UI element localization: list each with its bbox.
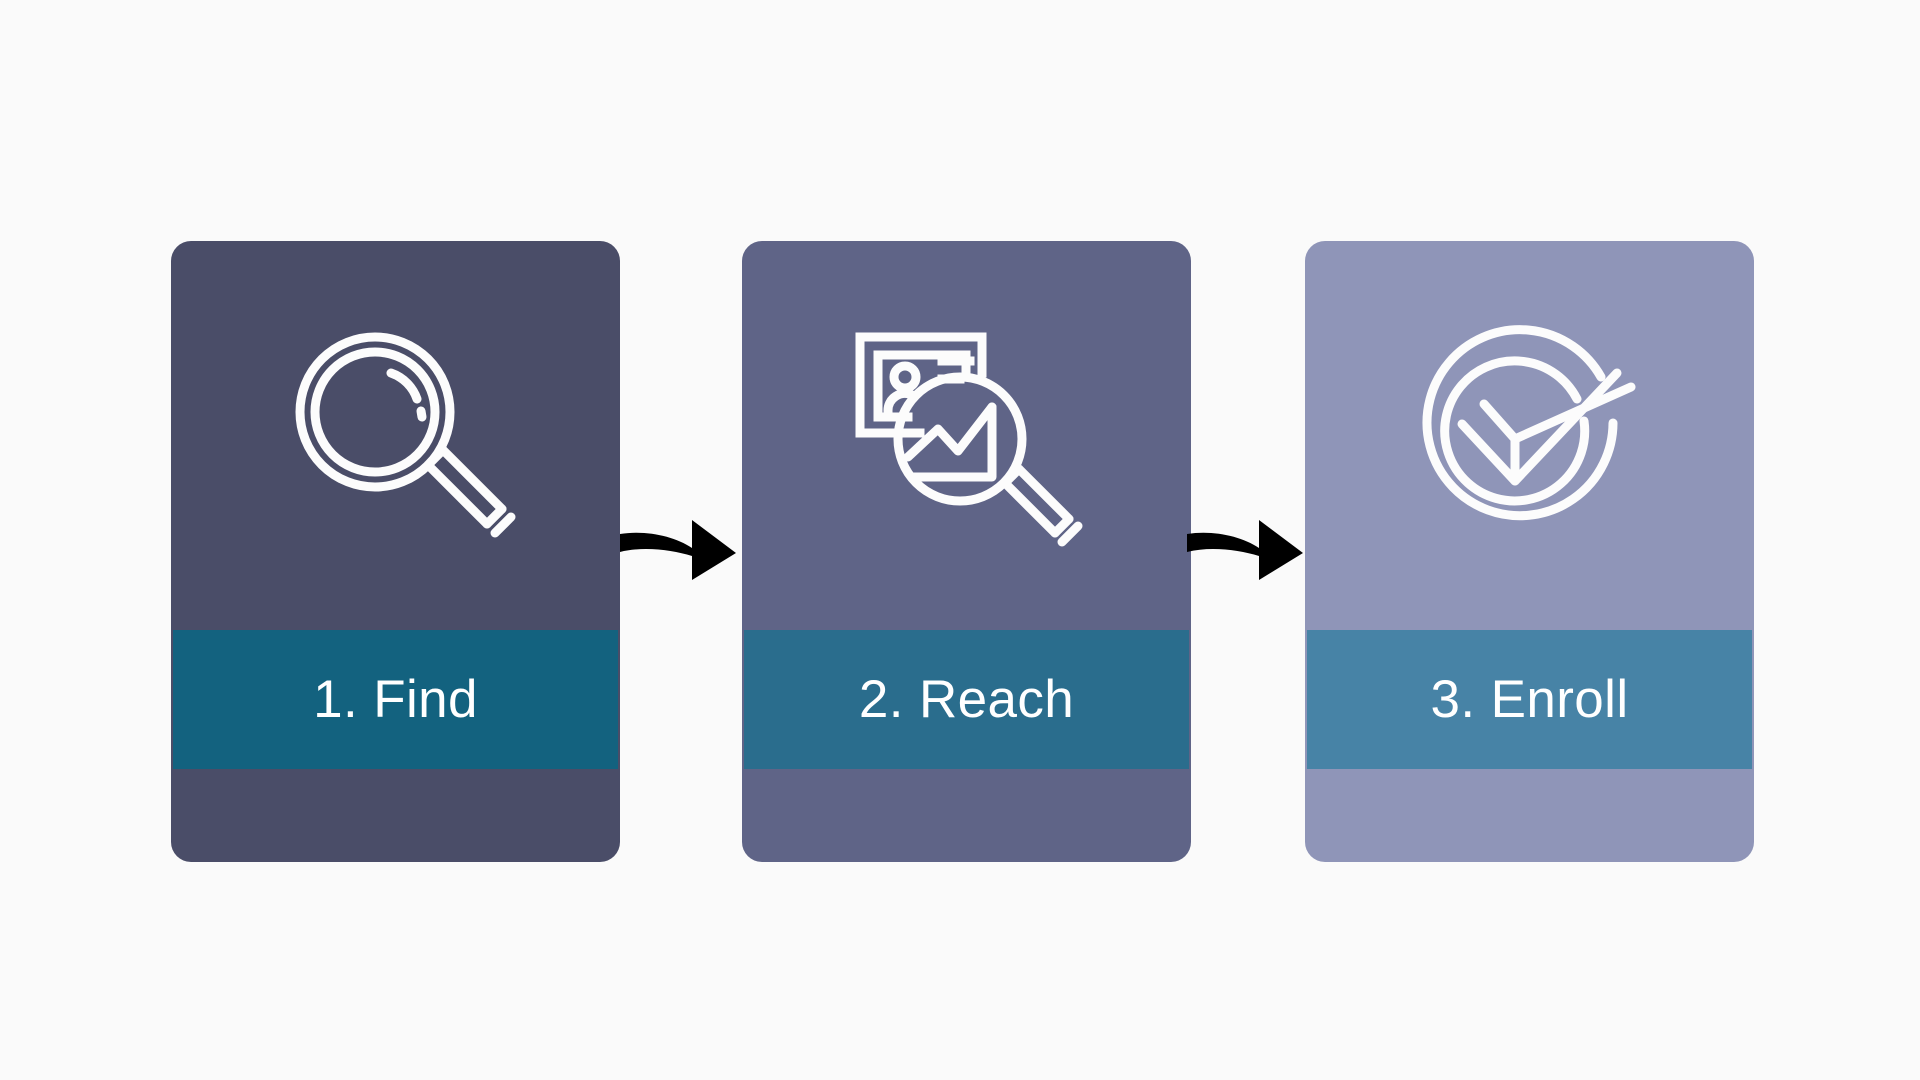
step-card-reach[interactable]: 2. Reach [742, 241, 1191, 862]
step-card-enroll[interactable]: 3. Enroll [1305, 241, 1754, 862]
magnifier-icon [171, 241, 620, 630]
step-label-text-enroll: 3. Enroll [1430, 670, 1629, 729]
step-label-band-find: 1. Find [173, 630, 618, 769]
curved-right-arrow-icon [1185, 512, 1305, 584]
image-analysis-magnifier-icon [742, 241, 1191, 630]
step-label-text-find: 1. Find [313, 670, 478, 729]
circle-check-icon [1305, 241, 1754, 630]
step-label-text-reach: 2. Reach [858, 670, 1075, 729]
step-card-find[interactable]: 1. Find [171, 241, 620, 862]
step-label-band-reach: 2. Reach [744, 630, 1189, 769]
step-label-band-enroll: 3. Enroll [1307, 630, 1752, 769]
curved-right-arrow-icon [618, 512, 738, 584]
